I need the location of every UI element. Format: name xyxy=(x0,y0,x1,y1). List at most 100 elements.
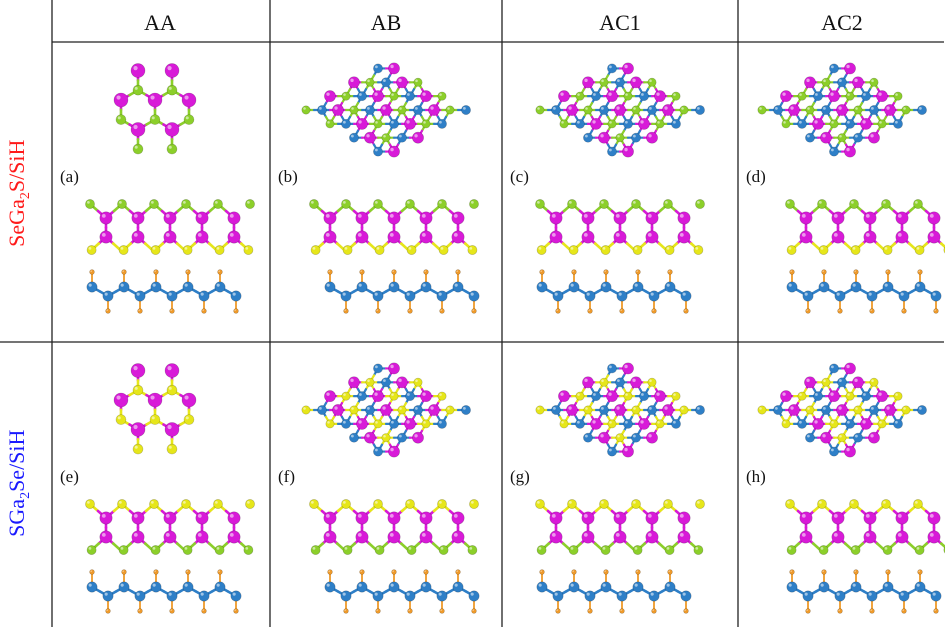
side-ga2x-ga-atom-shine xyxy=(865,232,870,237)
side-sih-h-atom xyxy=(885,269,891,275)
topview-atom-shine xyxy=(367,407,370,410)
side-sih-si-atom-shine xyxy=(390,283,394,287)
side-sih-h-atom xyxy=(667,269,673,275)
topview-atom xyxy=(797,391,807,401)
side-ga2x-ga-atom-shine xyxy=(615,513,620,518)
topview-atom-shine xyxy=(886,406,890,410)
side-ga2x-ga-atom xyxy=(895,511,909,525)
side-sih-si-atom xyxy=(882,281,894,293)
side-ga2x-ga-atom-shine xyxy=(229,532,234,537)
topview-x-atom xyxy=(115,114,127,125)
topview-atom-shine xyxy=(641,93,644,96)
topview-atom xyxy=(821,405,831,415)
topview-atom xyxy=(655,419,665,429)
side-ga2x-bot-atom xyxy=(536,545,547,555)
topview-x-atom-shine xyxy=(117,416,121,420)
topview-atom-shine xyxy=(430,106,434,110)
topview-atom xyxy=(582,76,594,89)
side-ga2x-top-atom-shine xyxy=(215,501,218,504)
side-ga2x-bot-atom xyxy=(243,545,254,555)
side-ga2x-top-atom xyxy=(535,199,545,209)
side-sih-si-atom-shine xyxy=(852,583,856,587)
topview-ga-atom xyxy=(130,422,146,437)
topview-atom xyxy=(413,405,423,415)
side-sih-h-atom xyxy=(821,269,827,275)
topview-atom-shine xyxy=(382,106,386,110)
topview-atom xyxy=(404,117,416,130)
column-header-ab: AB xyxy=(371,10,402,35)
side-ga2x-bot-atom xyxy=(214,545,225,555)
topview-atom xyxy=(606,390,618,403)
side-ga2x-top-atom-shine xyxy=(311,501,314,504)
side-sih-si-atom-shine xyxy=(342,592,346,596)
side-sih-si-atom xyxy=(452,581,464,593)
topview-atom-shine xyxy=(375,421,378,424)
topview-atom xyxy=(388,445,400,458)
topview-x-atom-shine xyxy=(168,445,172,449)
topview-atom xyxy=(623,91,633,101)
topview-ga-atom xyxy=(130,363,146,378)
side-sih-h-atom-shine xyxy=(408,609,410,611)
side-sih-si-atom-shine xyxy=(538,583,542,587)
side-sih-h-atom-shine xyxy=(344,609,346,611)
topview-atom-shine xyxy=(391,420,394,424)
side-ga2x-top-atom xyxy=(663,499,673,509)
side-ga2x-ga-atom xyxy=(323,211,337,225)
topview-atom-shine xyxy=(407,93,410,96)
side-sih-h-atom xyxy=(439,308,445,314)
panel-label: (h) xyxy=(746,467,766,486)
side-ga2x-top-atom-shine xyxy=(633,201,636,204)
topview-atom xyxy=(869,377,879,387)
side-sih-h-atom-shine xyxy=(90,270,92,272)
topview-atom xyxy=(662,104,674,116)
side-sih-si-atom-shine xyxy=(438,292,442,296)
topview-atom xyxy=(780,90,792,103)
side-ga2x-top-atom xyxy=(599,499,609,509)
side-ga2x-ga-atom xyxy=(863,211,877,225)
side-ga2x-top-atom-shine xyxy=(851,201,854,204)
topview-atom-shine xyxy=(560,392,564,396)
side-sih-si-atom xyxy=(356,581,368,593)
topview-atom xyxy=(654,390,666,403)
side-sih-si-atom xyxy=(552,590,564,602)
side-ga2x-bot-atom xyxy=(664,545,675,555)
side-sih-si-atom-shine xyxy=(820,283,824,287)
side-ga2x-bot-atom xyxy=(693,545,704,555)
topview-atom-shine xyxy=(406,120,410,124)
side-sih-h-atom xyxy=(869,608,875,614)
topview-atom xyxy=(380,104,392,116)
topview-ga-atom-shine xyxy=(133,424,138,430)
side-ga2x-ga-atom xyxy=(355,511,369,525)
topview-atom-shine xyxy=(398,78,402,83)
side-sih-si-atom-shine xyxy=(634,283,638,287)
side-sih-si-atom xyxy=(198,590,210,602)
side-ga2x-top-atom xyxy=(535,499,545,509)
side-ga2x-bot-atom xyxy=(632,545,643,555)
side-sih-h-atom-shine xyxy=(556,609,558,611)
side-ga2x-ga-atom xyxy=(677,530,691,544)
side-sih-h-atom xyxy=(423,569,429,575)
topview-atom-shine xyxy=(632,378,636,383)
side-sih-si-atom xyxy=(584,590,596,602)
topview-atom-shine xyxy=(584,378,588,383)
topview-atom-shine xyxy=(350,78,354,83)
topview-atom xyxy=(845,118,855,129)
topview-atom-shine xyxy=(366,434,370,438)
panel-a: (a) xyxy=(60,63,255,314)
topview-atom-shine xyxy=(382,406,386,410)
side-ga2x-ga-atom xyxy=(549,511,563,525)
side-ga2x-ga-atom xyxy=(799,211,813,225)
topview-atom xyxy=(607,419,617,429)
topview-atom-shine xyxy=(351,107,354,110)
topview-ga-atom-shine xyxy=(116,95,121,100)
topview-atom xyxy=(559,119,569,129)
side-sih-h-atom-shine xyxy=(822,270,824,272)
topview-atom xyxy=(607,63,617,74)
side-ga2x-bot-atom-shine xyxy=(184,547,188,550)
side-ga2x-bot-atom-shine xyxy=(88,247,92,250)
topview-atom xyxy=(671,418,681,429)
side-ga2x-bot-atom-shine xyxy=(852,247,856,250)
topview-atom-shine xyxy=(609,448,612,452)
side-ga2x-top-atom xyxy=(85,499,95,509)
side-ga2x-bot-atom-shine xyxy=(916,547,920,550)
